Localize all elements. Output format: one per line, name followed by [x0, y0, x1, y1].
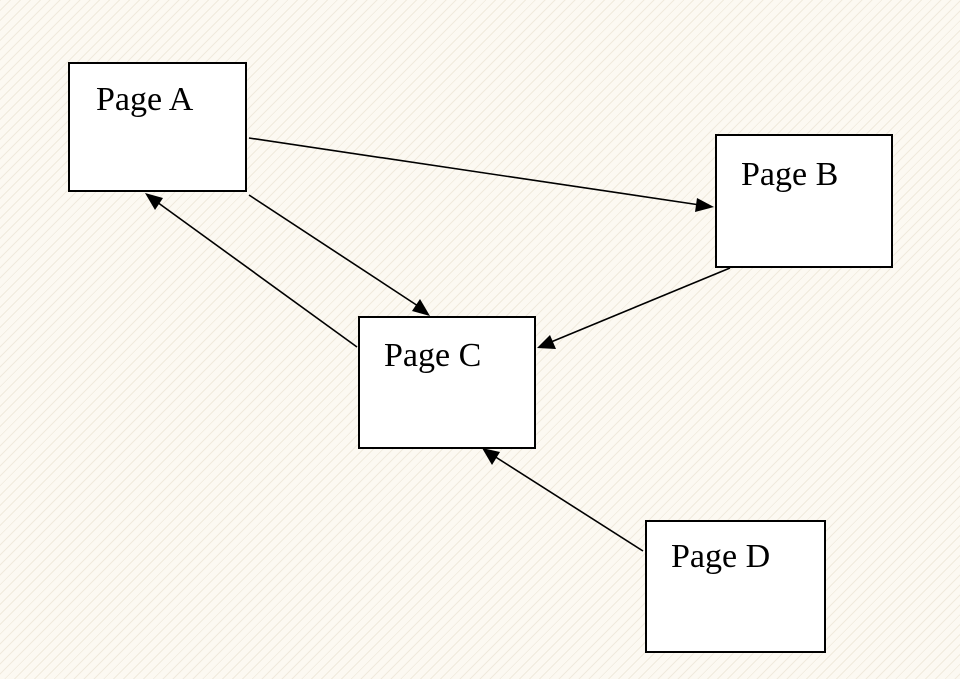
page-b-label: Page B	[741, 156, 838, 193]
page-c-label: Page C	[384, 337, 481, 374]
link-a-to-b-line	[248, 137, 701, 206]
page-a-node: Page A	[68, 62, 247, 192]
link-d-to-c-line	[493, 455, 644, 552]
link-c-to-a-arrowhead	[145, 193, 163, 210]
link-d-to-c-arrowhead	[482, 448, 500, 465]
link-b-to-c	[537, 267, 731, 349]
link-d-to-c	[482, 448, 644, 552]
page-d-box	[645, 520, 826, 653]
page-c-box	[358, 316, 536, 449]
page-a-box	[68, 62, 247, 192]
link-a-to-c	[248, 194, 430, 316]
link-a-to-c-line	[248, 194, 419, 307]
link-a-to-b	[248, 137, 714, 212]
link-c-to-a	[145, 193, 358, 348]
page-b-box	[715, 134, 893, 268]
link-a-to-b-arrowhead	[695, 198, 714, 212]
link-c-to-a-line	[156, 201, 358, 348]
page-c-node: Page C	[358, 316, 536, 449]
link-a-to-c-arrowhead	[412, 299, 430, 316]
page-d-label: Page D	[671, 538, 770, 575]
page-d-node: Page D	[645, 520, 826, 653]
link-b-to-c-line	[550, 267, 731, 343]
link-b-to-c-arrowhead	[537, 335, 556, 349]
page-b-node: Page B	[715, 134, 893, 268]
page-a-label: Page A	[96, 81, 194, 118]
